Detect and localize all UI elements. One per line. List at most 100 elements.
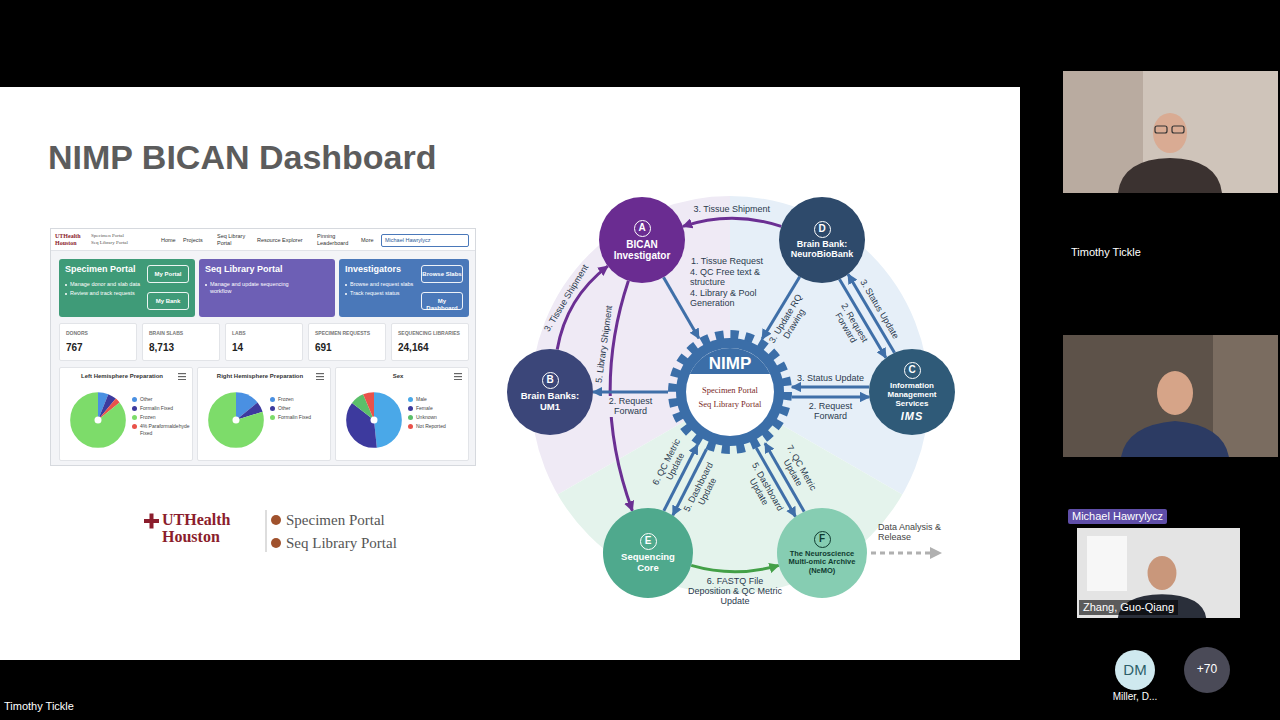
participant-name: Miller, D... bbox=[1095, 691, 1175, 703]
video-tile: Zhang, Guo-Qiang bbox=[1077, 528, 1240, 618]
node-letter: C bbox=[904, 362, 921, 379]
legend-text: Not Reported bbox=[416, 423, 446, 430]
node-text: My Dashboard bbox=[422, 298, 462, 311]
edge-label: 3. Status Update bbox=[796, 373, 865, 383]
card-heading: Seq Library Portal bbox=[205, 265, 325, 275]
node-name: The Neuroscience Multi-omic Archive (NeM… bbox=[786, 550, 858, 576]
pie-slice bbox=[222, 406, 250, 434]
legend-item: Male bbox=[408, 396, 466, 403]
process-circle: B Brain Banks: UM1 bbox=[507, 349, 593, 435]
legend-swatch bbox=[270, 406, 275, 411]
legend-item: Female bbox=[408, 405, 466, 412]
logo-text: UTHealth Houston bbox=[55, 233, 89, 246]
node-name: Brain Banks: UM1 bbox=[514, 391, 586, 412]
stat-label: DONORS bbox=[66, 330, 134, 336]
nav-item: More bbox=[361, 237, 381, 244]
legend-text: Frozen bbox=[140, 414, 156, 421]
video-feed bbox=[1063, 335, 1278, 457]
portal-card: Specimen PortalManage donor and slab dat… bbox=[59, 259, 195, 317]
flow-arrow bbox=[683, 218, 781, 226]
portal-name: Specimen Portal bbox=[684, 386, 776, 395]
legend-swatch bbox=[132, 415, 137, 420]
portal-button: My Bank bbox=[147, 292, 189, 310]
flow-arrow bbox=[792, 396, 870, 399]
stat-value: 24,164 bbox=[398, 342, 466, 353]
edge-label: 3. Tissue Shipment bbox=[693, 204, 772, 214]
card-bullet: Manage donor and slab data bbox=[65, 281, 147, 288]
node-letter: A bbox=[634, 220, 651, 237]
pie-slice bbox=[222, 406, 250, 434]
legend-swatch bbox=[132, 424, 137, 429]
legend-text: Other bbox=[140, 396, 153, 403]
legend-item: Formalin Fixed bbox=[270, 414, 328, 421]
dashboard-screenshot: UTHealth HoustonSpecimen PortalSeq Libra… bbox=[50, 228, 476, 466]
stat-label: SPECIMEN REQUESTS bbox=[315, 330, 383, 336]
flow-arrow bbox=[792, 386, 870, 389]
pie-hole bbox=[233, 417, 240, 424]
avatar-circle: DMMiller, D... bbox=[1115, 650, 1155, 690]
legend-text: Frozen bbox=[278, 396, 294, 403]
logo-text: Seq Library Portal bbox=[286, 534, 397, 552]
legend-text: Other bbox=[278, 405, 291, 412]
edge-label: 6. FASTQ File Deposition & QC Metric Upd… bbox=[685, 576, 785, 607]
dashed-output-arrow bbox=[871, 552, 930, 555]
video-tile: Timothy Tickle bbox=[1063, 71, 1278, 193]
stat-box: DONORS767 bbox=[59, 323, 137, 361]
stat-value: 8,713 bbox=[149, 342, 217, 353]
legend-swatch bbox=[408, 397, 413, 402]
edge-label: 1. Tissue Request bbox=[690, 256, 778, 266]
menu-icon bbox=[454, 373, 462, 380]
more-participants: +70 bbox=[1184, 647, 1230, 693]
node-logo: IMS bbox=[901, 410, 924, 422]
legend-swatch bbox=[408, 406, 413, 411]
chart-title: Left Hemisphere Preparation bbox=[66, 373, 178, 380]
menu-icon bbox=[316, 373, 324, 380]
pie-hole bbox=[95, 417, 102, 424]
pie-slice bbox=[84, 406, 112, 434]
pie-slice bbox=[360, 406, 388, 434]
pie-slice bbox=[360, 406, 388, 434]
chart-panel: Left Hemisphere PreparationOtherFormalin… bbox=[59, 367, 193, 461]
edge-label: 2. Request Forward bbox=[596, 396, 666, 417]
chart-panel: Right Hemisphere PreparationFrozenOtherF… bbox=[197, 367, 331, 461]
logo-cross bbox=[150, 514, 154, 529]
portal-button: My Portal bbox=[147, 265, 189, 283]
node-text: My Bank bbox=[148, 298, 188, 305]
avatar-initials: DM bbox=[1115, 662, 1155, 678]
arrowhead bbox=[930, 547, 942, 559]
process-circle: F The Neuroscience Multi-omic Archive (Ne… bbox=[777, 508, 867, 598]
node-letter: B bbox=[542, 372, 559, 389]
stat-value: 691 bbox=[315, 342, 383, 353]
logo-text: UTHealth Houston bbox=[162, 512, 240, 546]
legend-item: Frozen bbox=[270, 396, 328, 403]
legend-swatch bbox=[408, 424, 413, 429]
logo-text: Specimen Portal bbox=[91, 233, 153, 239]
nav-item: Pinning Leaderboard bbox=[317, 233, 357, 246]
nav-item: Seq Library Portal bbox=[217, 233, 253, 246]
participant-count: +70 bbox=[1184, 662, 1230, 677]
flow-arrow bbox=[593, 391, 668, 394]
legend-item: Frozen bbox=[132, 414, 190, 421]
node-letter: E bbox=[640, 533, 657, 550]
pie-slice bbox=[360, 406, 388, 434]
pie-hole bbox=[371, 417, 378, 424]
node-name: Information Management Services bbox=[881, 381, 943, 409]
process-circle: ESequencing Core bbox=[603, 508, 693, 598]
pie-slice bbox=[360, 406, 388, 434]
node-letter: F bbox=[814, 531, 831, 548]
card-bullet: Manage and update sequencing workflow bbox=[205, 281, 295, 294]
node-name: Brain Bank: NeuroBioBank bbox=[785, 240, 859, 260]
card-heading: Specimen Portal bbox=[65, 265, 145, 275]
legend-item: Not Reported bbox=[408, 423, 466, 430]
nav-item: Projects bbox=[183, 237, 213, 244]
node-letter: D bbox=[814, 221, 831, 238]
logo-text: Specimen Portal bbox=[286, 511, 385, 529]
user-menu-button: Michael Hawrylycz bbox=[381, 234, 469, 247]
pie-chart bbox=[346, 392, 402, 448]
stat-box: SEQUENCING LIBRARIES24,164 bbox=[391, 323, 469, 361]
chart-panel: SexMaleFemaleUnknownNot Reported bbox=[335, 367, 469, 461]
pie-slice bbox=[84, 406, 112, 434]
step-label: 4. QC Free text & structure bbox=[690, 267, 778, 288]
legend-item: Formalin Fixed bbox=[132, 405, 190, 412]
pie-slice bbox=[84, 406, 112, 434]
